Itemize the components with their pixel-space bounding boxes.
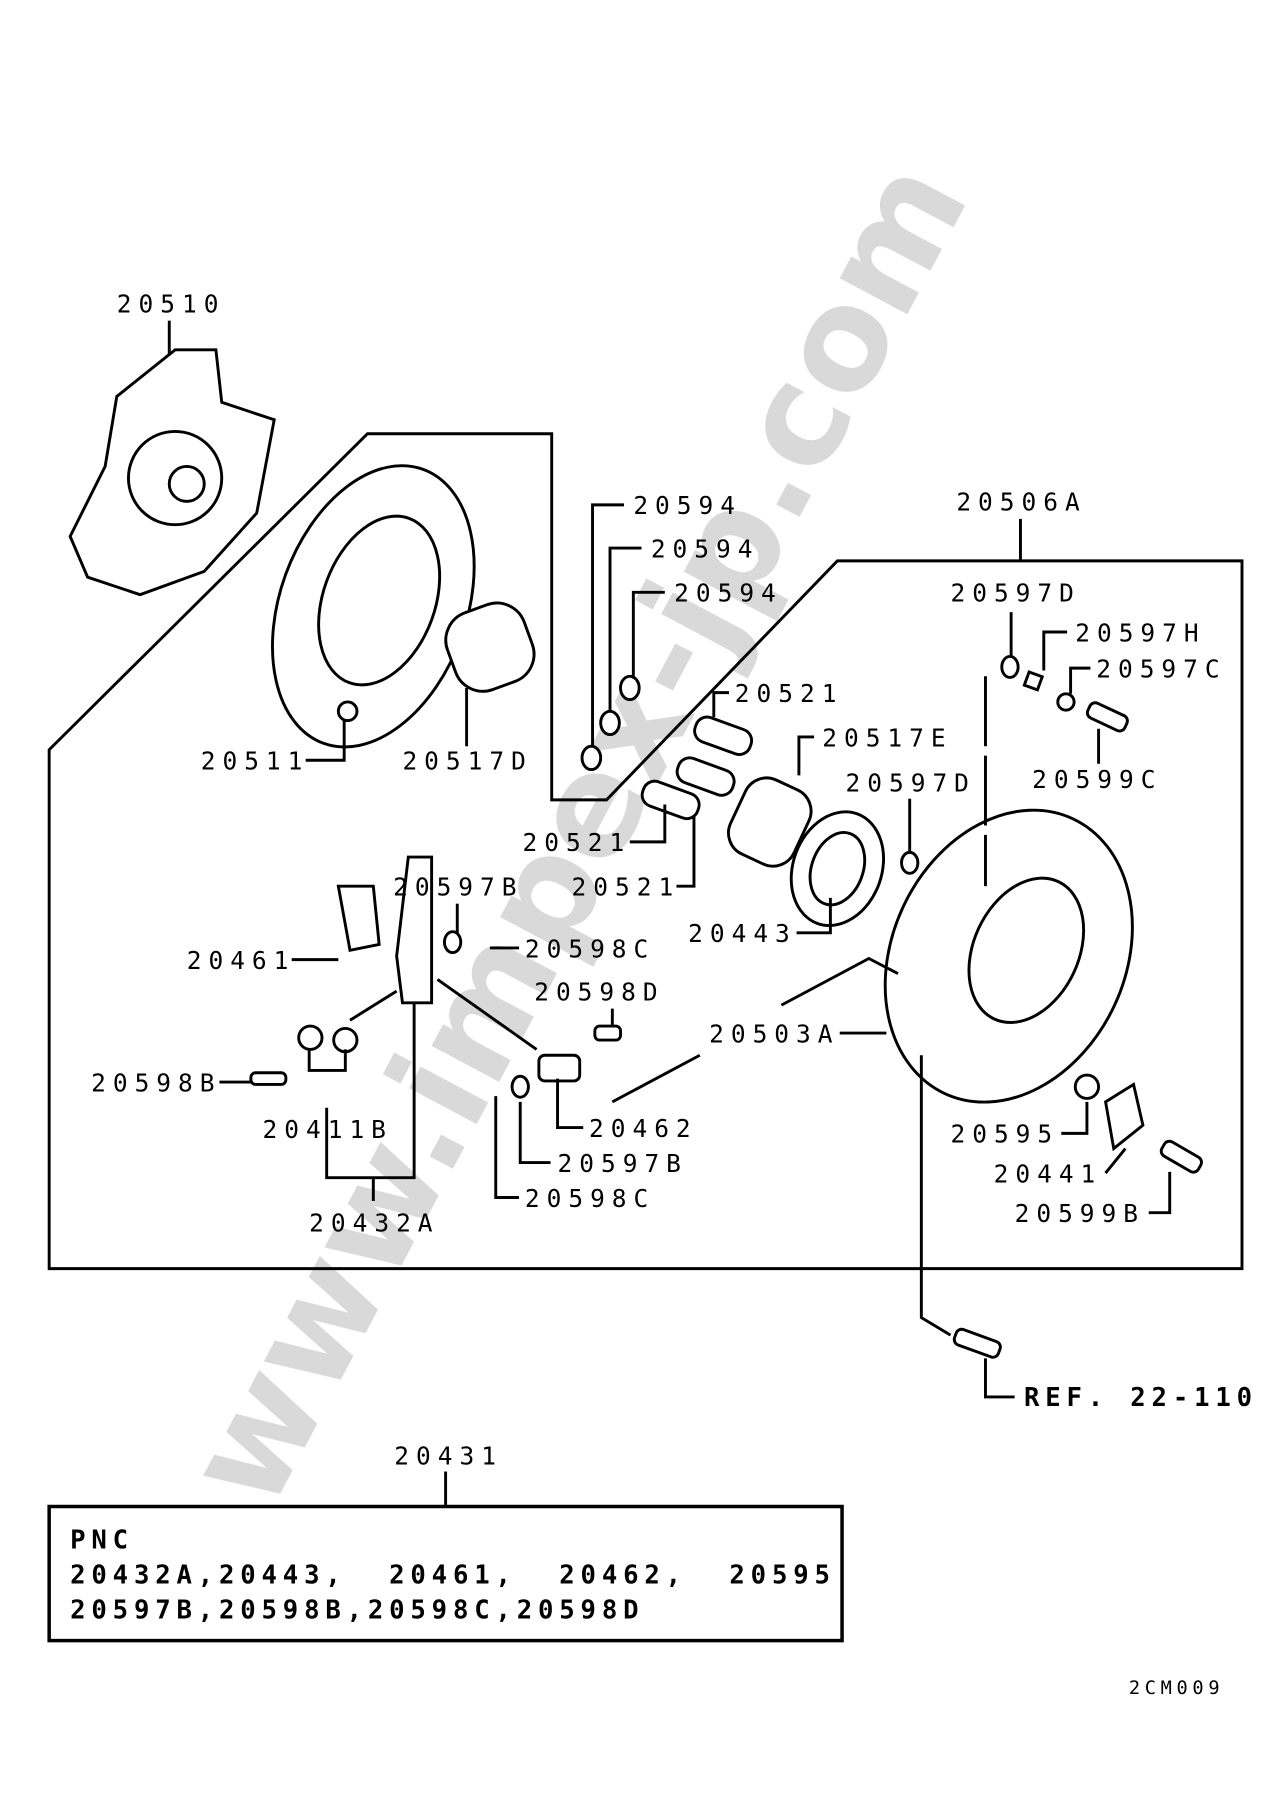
drawing-code: 2CM009 bbox=[1129, 1678, 1224, 1699]
spring-pads-20517D[interactable] bbox=[438, 595, 543, 700]
callout-20432A[interactable]: 20432A bbox=[309, 1208, 439, 1237]
callout-20599C[interactable]: 20599C bbox=[1032, 765, 1162, 794]
kit-box-line-1: 20432A,20443, 20461, 20462, 20595 bbox=[70, 1560, 836, 1590]
kit-box bbox=[47, 1504, 844, 1643]
callout-20443[interactable]: 20443 bbox=[688, 919, 797, 948]
clutch-cover-20503A[interactable] bbox=[839, 769, 1178, 1142]
springs-20521[interactable] bbox=[639, 714, 755, 822]
callout-20597B[interactable]: 20597B bbox=[558, 1149, 688, 1178]
callout-20521[interactable]: 20521 bbox=[572, 873, 681, 902]
callout-20510[interactable]: 20510 bbox=[117, 289, 226, 318]
callout-20594[interactable]: 20594 bbox=[633, 491, 742, 520]
callout-20595[interactable]: 20595 bbox=[950, 1120, 1059, 1149]
callout-20517E[interactable]: 20517E bbox=[822, 723, 952, 752]
kit-box-line-2: 20597B,20598B,20598C,20598D bbox=[70, 1595, 644, 1625]
callout-20599B[interactable]: 20599B bbox=[1015, 1199, 1145, 1228]
callout-20597D[interactable]: 20597D bbox=[950, 579, 1080, 608]
callout-20462[interactable]: 20462 bbox=[589, 1114, 698, 1143]
callout-20598C[interactable]: 20598C bbox=[525, 1184, 655, 1213]
callout-20511[interactable]: 20511 bbox=[201, 747, 310, 776]
small-hardware[interactable] bbox=[249, 655, 1204, 1359]
kit-box-heading: PNC bbox=[70, 1525, 134, 1555]
callout-20597C[interactable]: 20597C bbox=[1096, 654, 1226, 683]
washers-20594[interactable] bbox=[580, 674, 641, 772]
callout-20597B[interactable]: 20597B bbox=[393, 873, 523, 902]
callout-20503A[interactable]: 20503A bbox=[709, 1019, 839, 1048]
callout-20521[interactable]: 20521 bbox=[735, 679, 844, 708]
callout-20597D[interactable]: 20597D bbox=[846, 769, 976, 798]
callout-20594[interactable]: 20594 bbox=[674, 579, 783, 608]
callout-20598D[interactable]: 20598D bbox=[534, 977, 664, 1006]
reference-link[interactable]: REF. 22-110 bbox=[1024, 1383, 1258, 1413]
pressure-plate-20511[interactable] bbox=[236, 437, 511, 775]
callout-20597H[interactable]: 20597H bbox=[1075, 618, 1205, 647]
callout-20517D[interactable]: 20517D bbox=[402, 747, 532, 776]
callout-20521[interactable]: 20521 bbox=[523, 828, 632, 857]
callout-20598B[interactable]: 20598B bbox=[91, 1068, 221, 1097]
release-ring-20443[interactable] bbox=[776, 799, 899, 939]
leader-lines bbox=[167, 320, 1172, 1507]
callout-20461[interactable]: 20461 bbox=[187, 946, 296, 975]
callout-20598C[interactable]: 20598C bbox=[525, 934, 655, 963]
callout-20431[interactable]: 20431 bbox=[394, 1442, 503, 1471]
callout-20506A[interactable]: 20506A bbox=[956, 488, 1086, 517]
lever-plate-20517E[interactable] bbox=[721, 770, 819, 874]
callout-20411B[interactable]: 20411B bbox=[263, 1115, 393, 1144]
callout-20441[interactable]: 20441 bbox=[994, 1159, 1103, 1188]
callout-20594[interactable]: 20594 bbox=[651, 534, 760, 563]
assembly-outline bbox=[47, 432, 1244, 1271]
clutch-disc-20510[interactable] bbox=[68, 348, 276, 597]
